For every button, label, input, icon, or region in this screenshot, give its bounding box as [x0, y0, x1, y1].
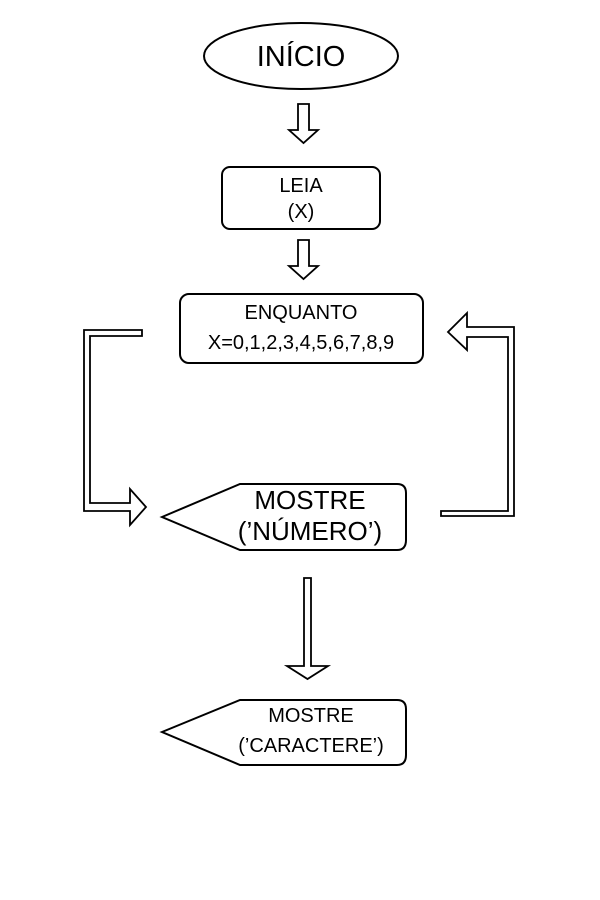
read-process: LEIA (X) [221, 166, 381, 230]
read-label-line1: LEIA [279, 175, 323, 197]
down-arrow-start-to-read [286, 103, 321, 145]
loop-box [179, 293, 424, 364]
read-box [221, 166, 381, 230]
display-number-line1: MOSTRE [254, 485, 365, 515]
start-label: INÍCIO [257, 40, 346, 73]
read-label-line2: (X) [288, 201, 315, 223]
loop-process: ENQUANTO X=0,1,2,3,4,5,6,7,8,9 [179, 293, 424, 364]
down-arrow-to-display-character [283, 577, 332, 681]
display-character: MOSTRE (’CARACTERE’) [159, 699, 407, 766]
display-number-line2: (’NÚMERO’) [238, 516, 382, 546]
down-arrow-read-to-loop [286, 239, 321, 281]
display-number-shape [159, 483, 407, 551]
display-character-line2: (’CARACTERE’) [238, 735, 384, 757]
start-ellipse [203, 22, 399, 90]
loop-return-arrow [440, 310, 515, 517]
loop-entry-arrow [83, 329, 148, 528]
display-character-line1: MOSTRE [268, 705, 354, 727]
loop-label-line2: X=0,1,2,3,4,5,6,7,8,9 [208, 332, 394, 354]
loop-label-line1: ENQUANTO [245, 302, 358, 324]
display-number: MOSTRE (’NÚMERO’) [159, 483, 407, 551]
display-character-shape [159, 699, 407, 766]
start-terminator: INÍCIO [203, 22, 399, 90]
